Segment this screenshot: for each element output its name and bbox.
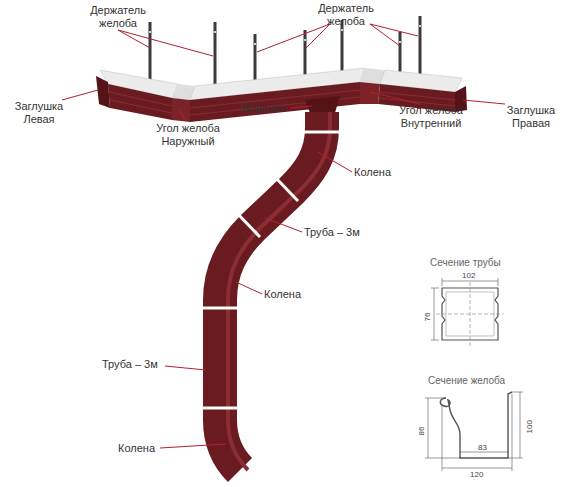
part-label: Труба – 3м xyxy=(102,358,182,371)
holder-holes xyxy=(149,25,421,45)
part-label: Заглушка Правая xyxy=(498,104,564,130)
dimension-label: 86 xyxy=(417,422,426,436)
dimension-label: 76 xyxy=(423,308,432,322)
gutter-section xyxy=(425,392,523,471)
part-label: Колена xyxy=(264,288,324,301)
part-label: Угол желоба Наружный xyxy=(140,122,236,148)
part-label: Держатель желоба xyxy=(300,2,392,28)
part-label: Заглушка Левая xyxy=(6,100,72,126)
dimension-label: 120 xyxy=(470,470,488,479)
part-label: Держатель желоба xyxy=(72,4,164,30)
part-label: Труба – 3м xyxy=(304,226,384,239)
part-label: Угол желоба Внутренний xyxy=(378,104,484,130)
part-label: Колена xyxy=(118,442,178,455)
part-label: Колена xyxy=(354,166,414,179)
dimension-label: 100 xyxy=(525,416,534,434)
part-label: Воронка xyxy=(242,102,292,115)
dimension-label: 83 xyxy=(478,443,494,452)
section-title: Сечение трубы xyxy=(430,256,520,269)
dimension-label: 102 xyxy=(462,271,482,280)
pipe-section xyxy=(431,278,504,346)
downpipe xyxy=(201,112,341,470)
section-title: Сечение желоба xyxy=(428,374,528,387)
